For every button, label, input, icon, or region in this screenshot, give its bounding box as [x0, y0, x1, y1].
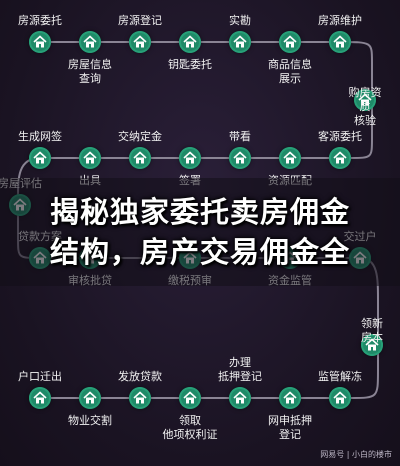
- step-10-house-icon: [279, 147, 301, 169]
- step-1-label: 房源委托: [18, 14, 62, 27]
- step-25-house-icon: [229, 387, 251, 409]
- step-14-house-icon: [79, 147, 101, 169]
- step-29-house-icon: [29, 387, 51, 409]
- step-7-label: 房源维护: [318, 14, 362, 27]
- step-12-house-icon: [179, 147, 201, 169]
- watermark: 网易号 | 小白的楼市: [320, 450, 392, 459]
- step-5-house-icon: [229, 31, 251, 53]
- step-23-label: 监管解冻: [318, 370, 362, 383]
- step-3-house-icon: [129, 31, 151, 53]
- step-24-house-icon: [279, 387, 301, 409]
- step-3-label: 房源登记: [118, 14, 162, 27]
- step-9-house-icon: [329, 147, 351, 169]
- step-29-label: 户口迁出: [18, 370, 62, 383]
- step-15-house-icon: [29, 147, 51, 169]
- headline-overlay: [0, 178, 400, 286]
- step-5-label: 实勘: [229, 14, 251, 27]
- step-7-house-icon: [329, 31, 351, 53]
- headline: 揭秘独家委托卖房佣金 结构，房产交易佣金全: [0, 192, 400, 272]
- step-15-label: 生成网签: [18, 130, 62, 143]
- step-8-house-icon: [354, 89, 376, 111]
- step-2-label: 房屋信息 查询: [68, 58, 112, 85]
- step-22-label: 领新房本: [361, 317, 383, 344]
- step-4-label: 钥匙委托: [168, 58, 212, 71]
- headline-line-2: 结构，房产交易佣金全: [49, 235, 350, 269]
- step-25-label: 办理 抵押登记: [218, 356, 262, 383]
- step-24-label: 网申抵押 登记: [268, 414, 312, 441]
- step-4-house-icon: [179, 31, 201, 53]
- step-6-house-icon: [279, 31, 301, 53]
- step-13-house-icon: [129, 147, 151, 169]
- step-1-house-icon: [29, 31, 51, 53]
- step-11-label: 带看: [229, 130, 251, 143]
- step-6-label: 商品信息 展示: [268, 58, 312, 85]
- step-13-label: 交纳定金: [118, 130, 162, 143]
- step-27-label: 发放贷款: [118, 370, 162, 383]
- step-2-house-icon: [79, 31, 101, 53]
- step-8-label: 购房资质 核验: [348, 86, 382, 127]
- step-11-house-icon: [229, 147, 251, 169]
- step-22-house-icon: [361, 334, 383, 356]
- step-28-house-icon: [79, 387, 101, 409]
- headline-line-1: 揭秘独家委托卖房佣金: [49, 195, 350, 229]
- step-28-label: 物业交割: [68, 414, 112, 427]
- step-23-house-icon: [329, 387, 351, 409]
- step-26-label: 领取 他项权利证: [162, 414, 218, 441]
- step-27-house-icon: [129, 387, 151, 409]
- step-26-house-icon: [179, 387, 201, 409]
- step-9-label: 客源委托: [318, 130, 362, 143]
